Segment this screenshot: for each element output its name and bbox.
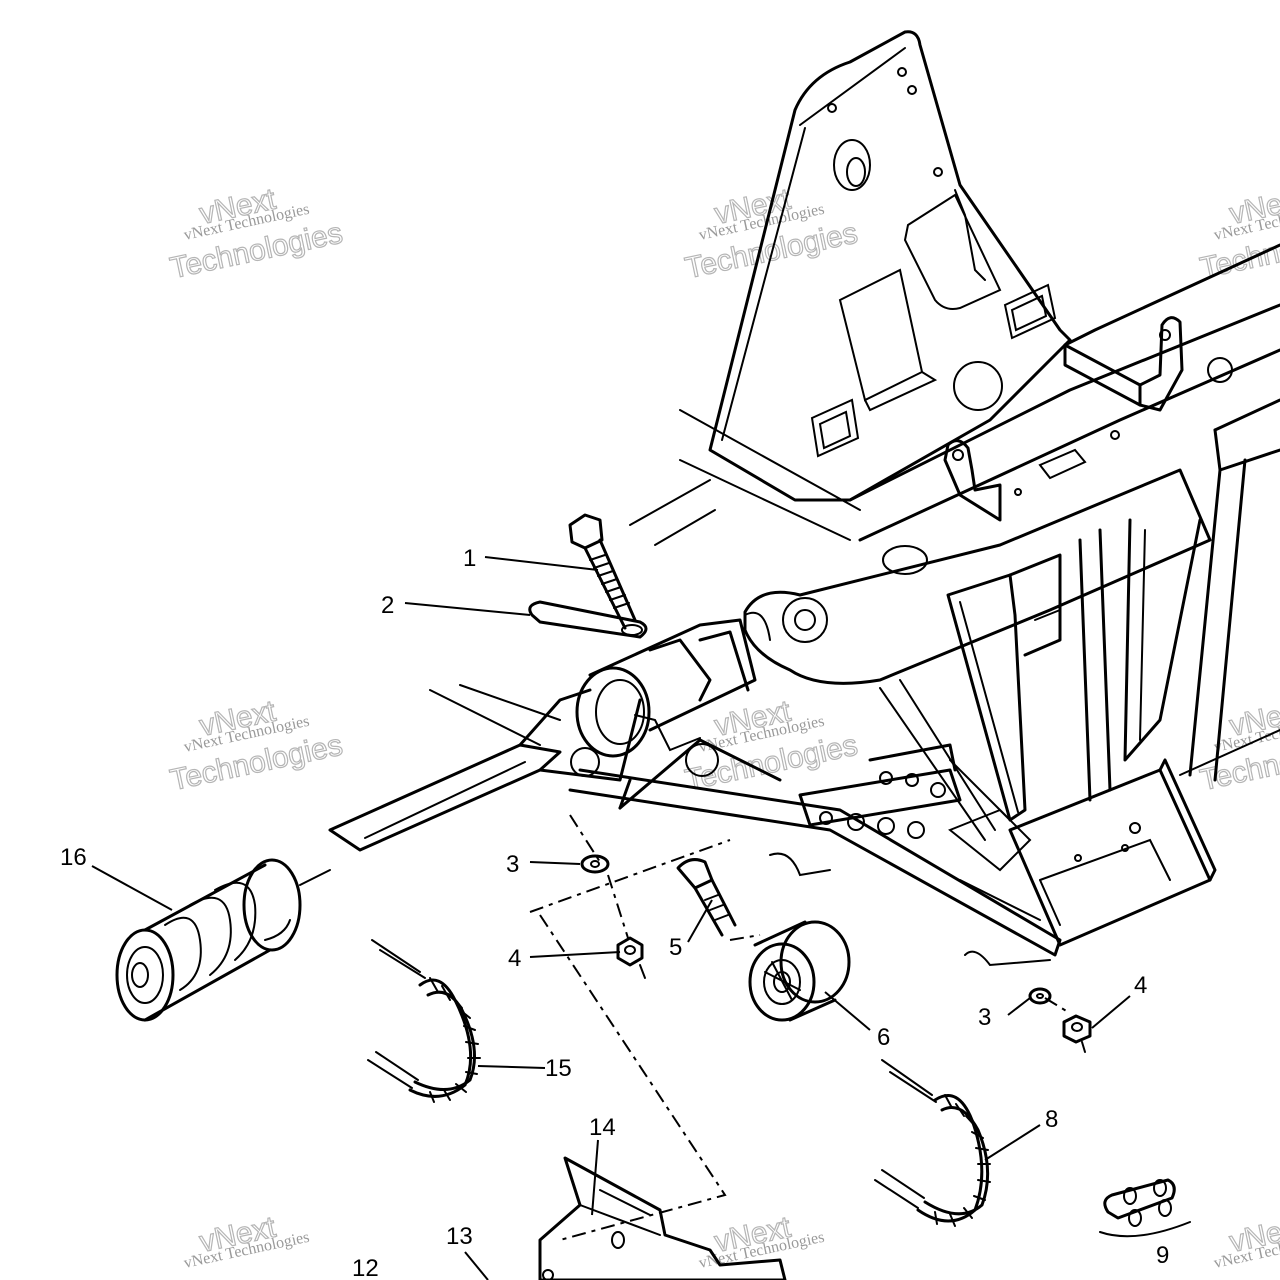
leader-lines — [91, 556, 1131, 1280]
callout-8: 8 — [1045, 1106, 1058, 1133]
callout-14: 14 — [589, 1114, 616, 1141]
part-nut-4 — [616, 936, 646, 979]
frame-swing-arm — [743, 468, 1212, 685]
part-washer-3 — [580, 854, 610, 874]
part-nut-4 — [1062, 1014, 1092, 1053]
frame-cross-member — [629, 243, 1280, 546]
callout-6: 6 — [877, 1024, 890, 1051]
watermark: vNext vNext Technologies — [1212, 1210, 1280, 1272]
frame-mount-tab — [943, 316, 1184, 522]
callout-12: 12 — [352, 1255, 379, 1280]
callout-1: 1 — [463, 545, 476, 572]
callout-labels: 1 2 3 3 4 4 5 6 8 9 12 13 14 15 16 — [60, 545, 1169, 1280]
callout-15: 15 — [545, 1055, 572, 1082]
callout-4: 4 — [1134, 972, 1147, 999]
watermark: vNext vNext Technologies Technologies — [1197, 694, 1280, 798]
watermark: vNext vNext Technologies Technologies — [1197, 182, 1280, 286]
part-link-9 — [1099, 1178, 1191, 1238]
part-bolt-5 — [676, 858, 737, 937]
frame-front-rail — [328, 684, 719, 852]
callout-13: 13 — [446, 1223, 473, 1250]
part-wheel-6 — [748, 920, 851, 1022]
callout-3: 3 — [506, 851, 519, 878]
part-bolt-1 — [568, 513, 637, 630]
frame-upright-plate — [708, 30, 1072, 502]
frame-rear-upright — [879, 398, 1280, 841]
watermark: vNext vNext Technologies — [182, 1210, 311, 1272]
callout-3: 3 — [978, 1004, 991, 1031]
part-chain-15 — [367, 939, 481, 1103]
watermark: vNext vNext Technologies Technologies — [167, 694, 346, 798]
frame-base-plate — [1008, 729, 1280, 947]
callout-4: 4 — [508, 945, 521, 972]
part-washer-3 — [1028, 987, 1052, 1005]
callout-2: 2 — [381, 592, 394, 619]
watermark: vNext vNext Technologies Technologies — [167, 182, 346, 286]
callout-9: 9 — [1156, 1242, 1169, 1269]
callout-16: 16 — [60, 844, 87, 871]
assembly-lines — [299, 814, 1069, 1241]
part-bracket-14 — [538, 1156, 787, 1280]
part-idler-16 — [115, 858, 302, 1022]
frame-lower-rail — [568, 743, 1062, 967]
callout-5: 5 — [669, 934, 682, 961]
frame-pivot-block — [575, 618, 782, 810]
part-chain-8 — [874, 1059, 991, 1227]
part-pin-2 — [528, 600, 648, 639]
